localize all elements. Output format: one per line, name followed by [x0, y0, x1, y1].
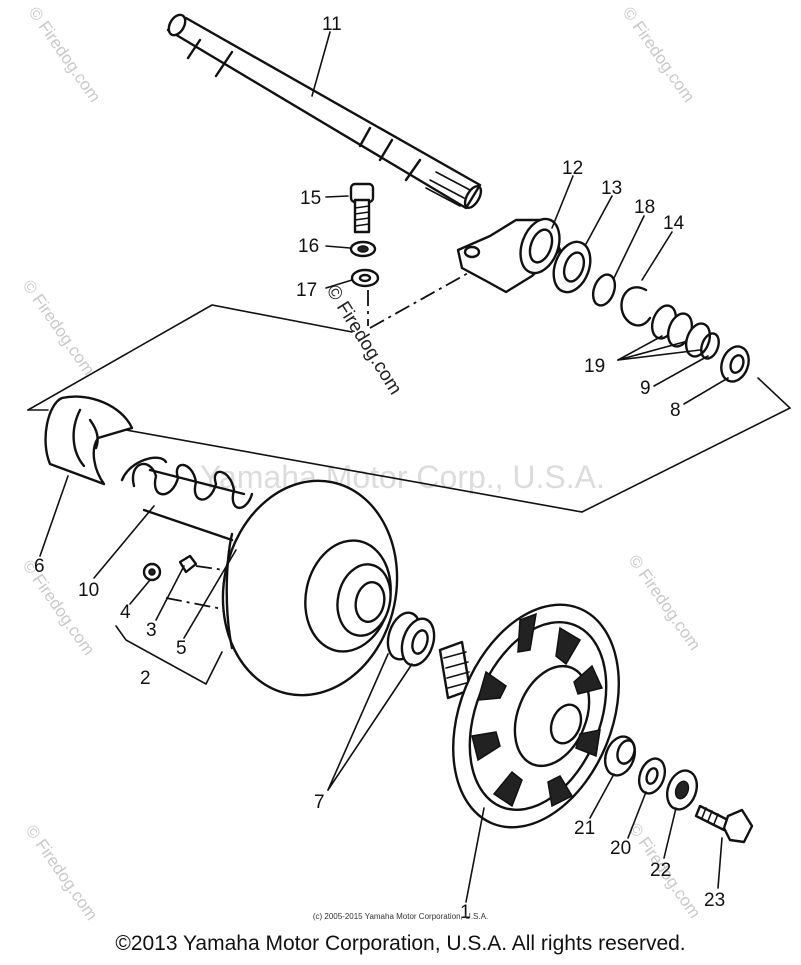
part-labels: 11 15 16 17 12 13 18 14 19 9 8 6 10 4 3 …: [34, 14, 725, 923]
watermark-firedog-tr: © Firedog.com: [619, 3, 699, 105]
bearing-housing: [456, 217, 562, 294]
spring: [120, 456, 254, 542]
label-15: 15: [300, 188, 321, 209]
assembly-outline: [27, 304, 792, 513]
watermark-yamaha: Yamaha Motor Corp., U.S.A.: [200, 459, 605, 495]
label-17: 17: [296, 280, 317, 301]
label-13: 13: [601, 178, 622, 199]
label-4: 4: [120, 602, 131, 623]
label-14: 14: [663, 213, 685, 234]
label-3: 3: [146, 620, 157, 641]
watermark-firedog-ml: © Firedog.com: [19, 276, 99, 378]
watermark-firedog-ll: © Firedog.com: [19, 556, 99, 658]
label-7: 7: [314, 792, 325, 813]
leader-lines: [39, 31, 729, 903]
bushing-pair: [386, 611, 436, 667]
watermark-firedog-tl: © Firedog.com: [25, 3, 105, 105]
sheave: [221, 479, 399, 697]
label-19: 19: [584, 356, 605, 377]
label-5: 5: [176, 638, 187, 659]
driven-sheave: [438, 603, 620, 829]
label-8: 8: [670, 400, 681, 421]
end-hardware: [603, 735, 754, 844]
shaft: [166, 13, 483, 210]
washer-circlip: [591, 273, 652, 327]
cam: [44, 395, 134, 486]
watermark-firedog-bl: © Firedog.com: [22, 821, 102, 923]
fastener-group: [115, 554, 239, 686]
label-6: 6: [34, 556, 45, 577]
watermark-firedog-mr: © Firedog.com: [625, 551, 705, 653]
watermark-firedog-center: © Firedog.com: [322, 282, 406, 399]
label-16: 16: [298, 236, 319, 257]
label-11: 11: [322, 14, 342, 35]
bolt-washer-group: [349, 182, 471, 329]
footer-copyright: ©2013 Yamaha Motor Corporation, U.S.A. A…: [115, 932, 686, 955]
label-20: 20: [610, 838, 631, 859]
label-22: 22: [650, 860, 671, 881]
label-23: 23: [704, 890, 725, 911]
label-21: 21: [574, 818, 595, 839]
label-2: 2: [140, 668, 151, 689]
label-10: 10: [78, 580, 99, 601]
spacer-group: [650, 304, 750, 383]
label-18: 18: [634, 197, 655, 218]
label-1: 1: [460, 902, 471, 923]
small-copyright: (c) 2005-2015 Yamaha Motor Corporation, …: [312, 912, 489, 921]
label-12: 12: [562, 158, 583, 179]
bearing: [552, 240, 592, 294]
label-9: 9: [640, 378, 651, 399]
